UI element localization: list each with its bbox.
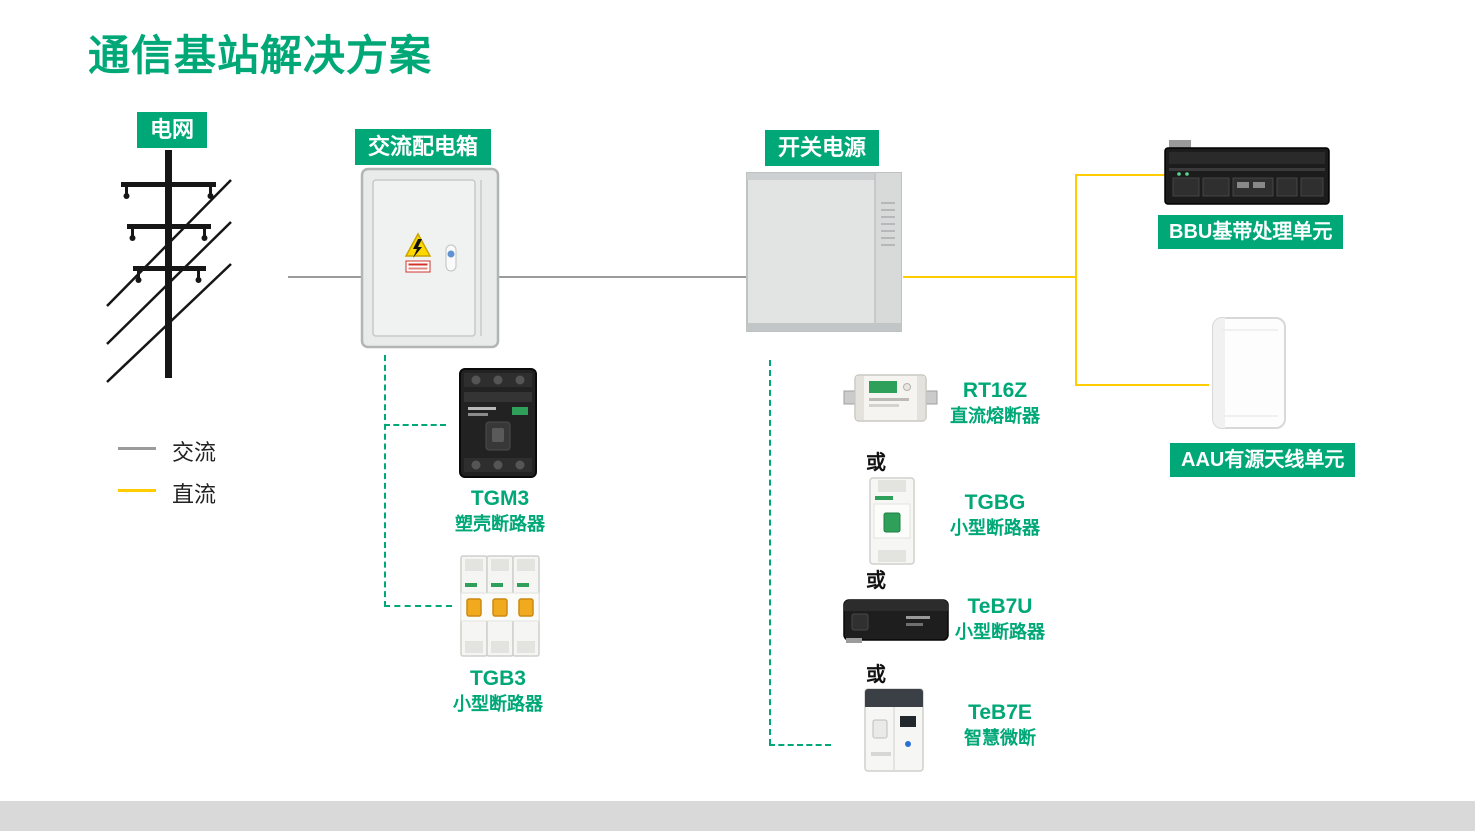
teb7e-desc: 智慧微断 (964, 728, 1036, 749)
ac-line-grid-to-power (288, 276, 748, 278)
tgm3-product-image (450, 366, 546, 480)
teb7u-name: TeB7U (967, 595, 1033, 618)
or-label-2: 或 (866, 570, 886, 592)
dc-line-to-aau (1075, 384, 1209, 386)
bbu-illustration (1163, 138, 1331, 212)
tgm3-desc: 塑壳断路器 (455, 514, 545, 535)
tgb3-name: TGB3 (469, 667, 526, 690)
dashed-line-to-teb7e (769, 744, 831, 746)
tgb3-desc: 小型断路器 (453, 694, 543, 715)
page-title: 通信基站解决方案 (88, 32, 433, 79)
tgb3-label: TGB3 小型断路器 (428, 666, 568, 717)
legend-ac-label: 交流 (172, 440, 217, 465)
switching-power-supply-illustration (745, 167, 905, 339)
teb7e-label: TeB7E 智慧微断 (945, 700, 1055, 751)
dashed-line-acbox-vertical (384, 355, 386, 607)
legend-dc-line (118, 489, 156, 492)
tgm3-name: TGM3 (470, 487, 530, 510)
bbu-badge: BBU基带处理单元 (1158, 215, 1344, 249)
teb7u-desc: 小型断路器 (955, 622, 1045, 643)
dc-line-power-output (903, 276, 1077, 278)
bottom-bar (0, 801, 1475, 831)
dashed-line-to-tgb3 (384, 605, 452, 607)
tgbg-desc: 小型断路器 (950, 518, 1040, 539)
grid-badge: 电网 (137, 112, 208, 148)
tgbg-product-image (862, 476, 922, 566)
rt16z-name: RT16Z (962, 379, 1028, 402)
dashed-line-to-tgm3 (384, 424, 446, 426)
legend-dc-label: 直流 (172, 482, 217, 507)
rt16z-desc: 直流熔断器 (950, 406, 1040, 427)
tgm3-label: TGM3 塑壳断路器 (430, 486, 570, 537)
tgb3-product-image (456, 553, 544, 659)
or-label-1: 或 (866, 452, 886, 474)
teb7e-name: TeB7E (968, 701, 1032, 724)
or-label-3: 或 (866, 664, 886, 686)
dc-line-vertical (1075, 174, 1077, 386)
aau-illustration (1210, 316, 1292, 431)
ac-distribution-box-illustration (360, 167, 500, 349)
teb7e-product-image (856, 686, 932, 774)
tgbg-label: TGBG 小型断路器 (940, 490, 1050, 541)
teb7u-product-image (842, 588, 950, 648)
legend-ac-line (118, 447, 156, 450)
dashed-line-power-vertical (769, 360, 771, 745)
power-grid-tower-illustration (103, 146, 235, 384)
switching-power-badge: 开关电源 (765, 130, 880, 166)
rt16z-label: RT16Z 直流熔断器 (940, 378, 1050, 429)
ac-distribution-box-badge: 交流配电箱 (355, 129, 492, 165)
dc-line-to-bbu (1075, 174, 1165, 176)
tgbg-name: TGBG (964, 491, 1026, 514)
aau-badge: AAU有源天线单元 (1170, 443, 1356, 477)
teb7u-label: TeB7U 小型断路器 (945, 594, 1055, 645)
rt16z-product-image (843, 368, 938, 428)
